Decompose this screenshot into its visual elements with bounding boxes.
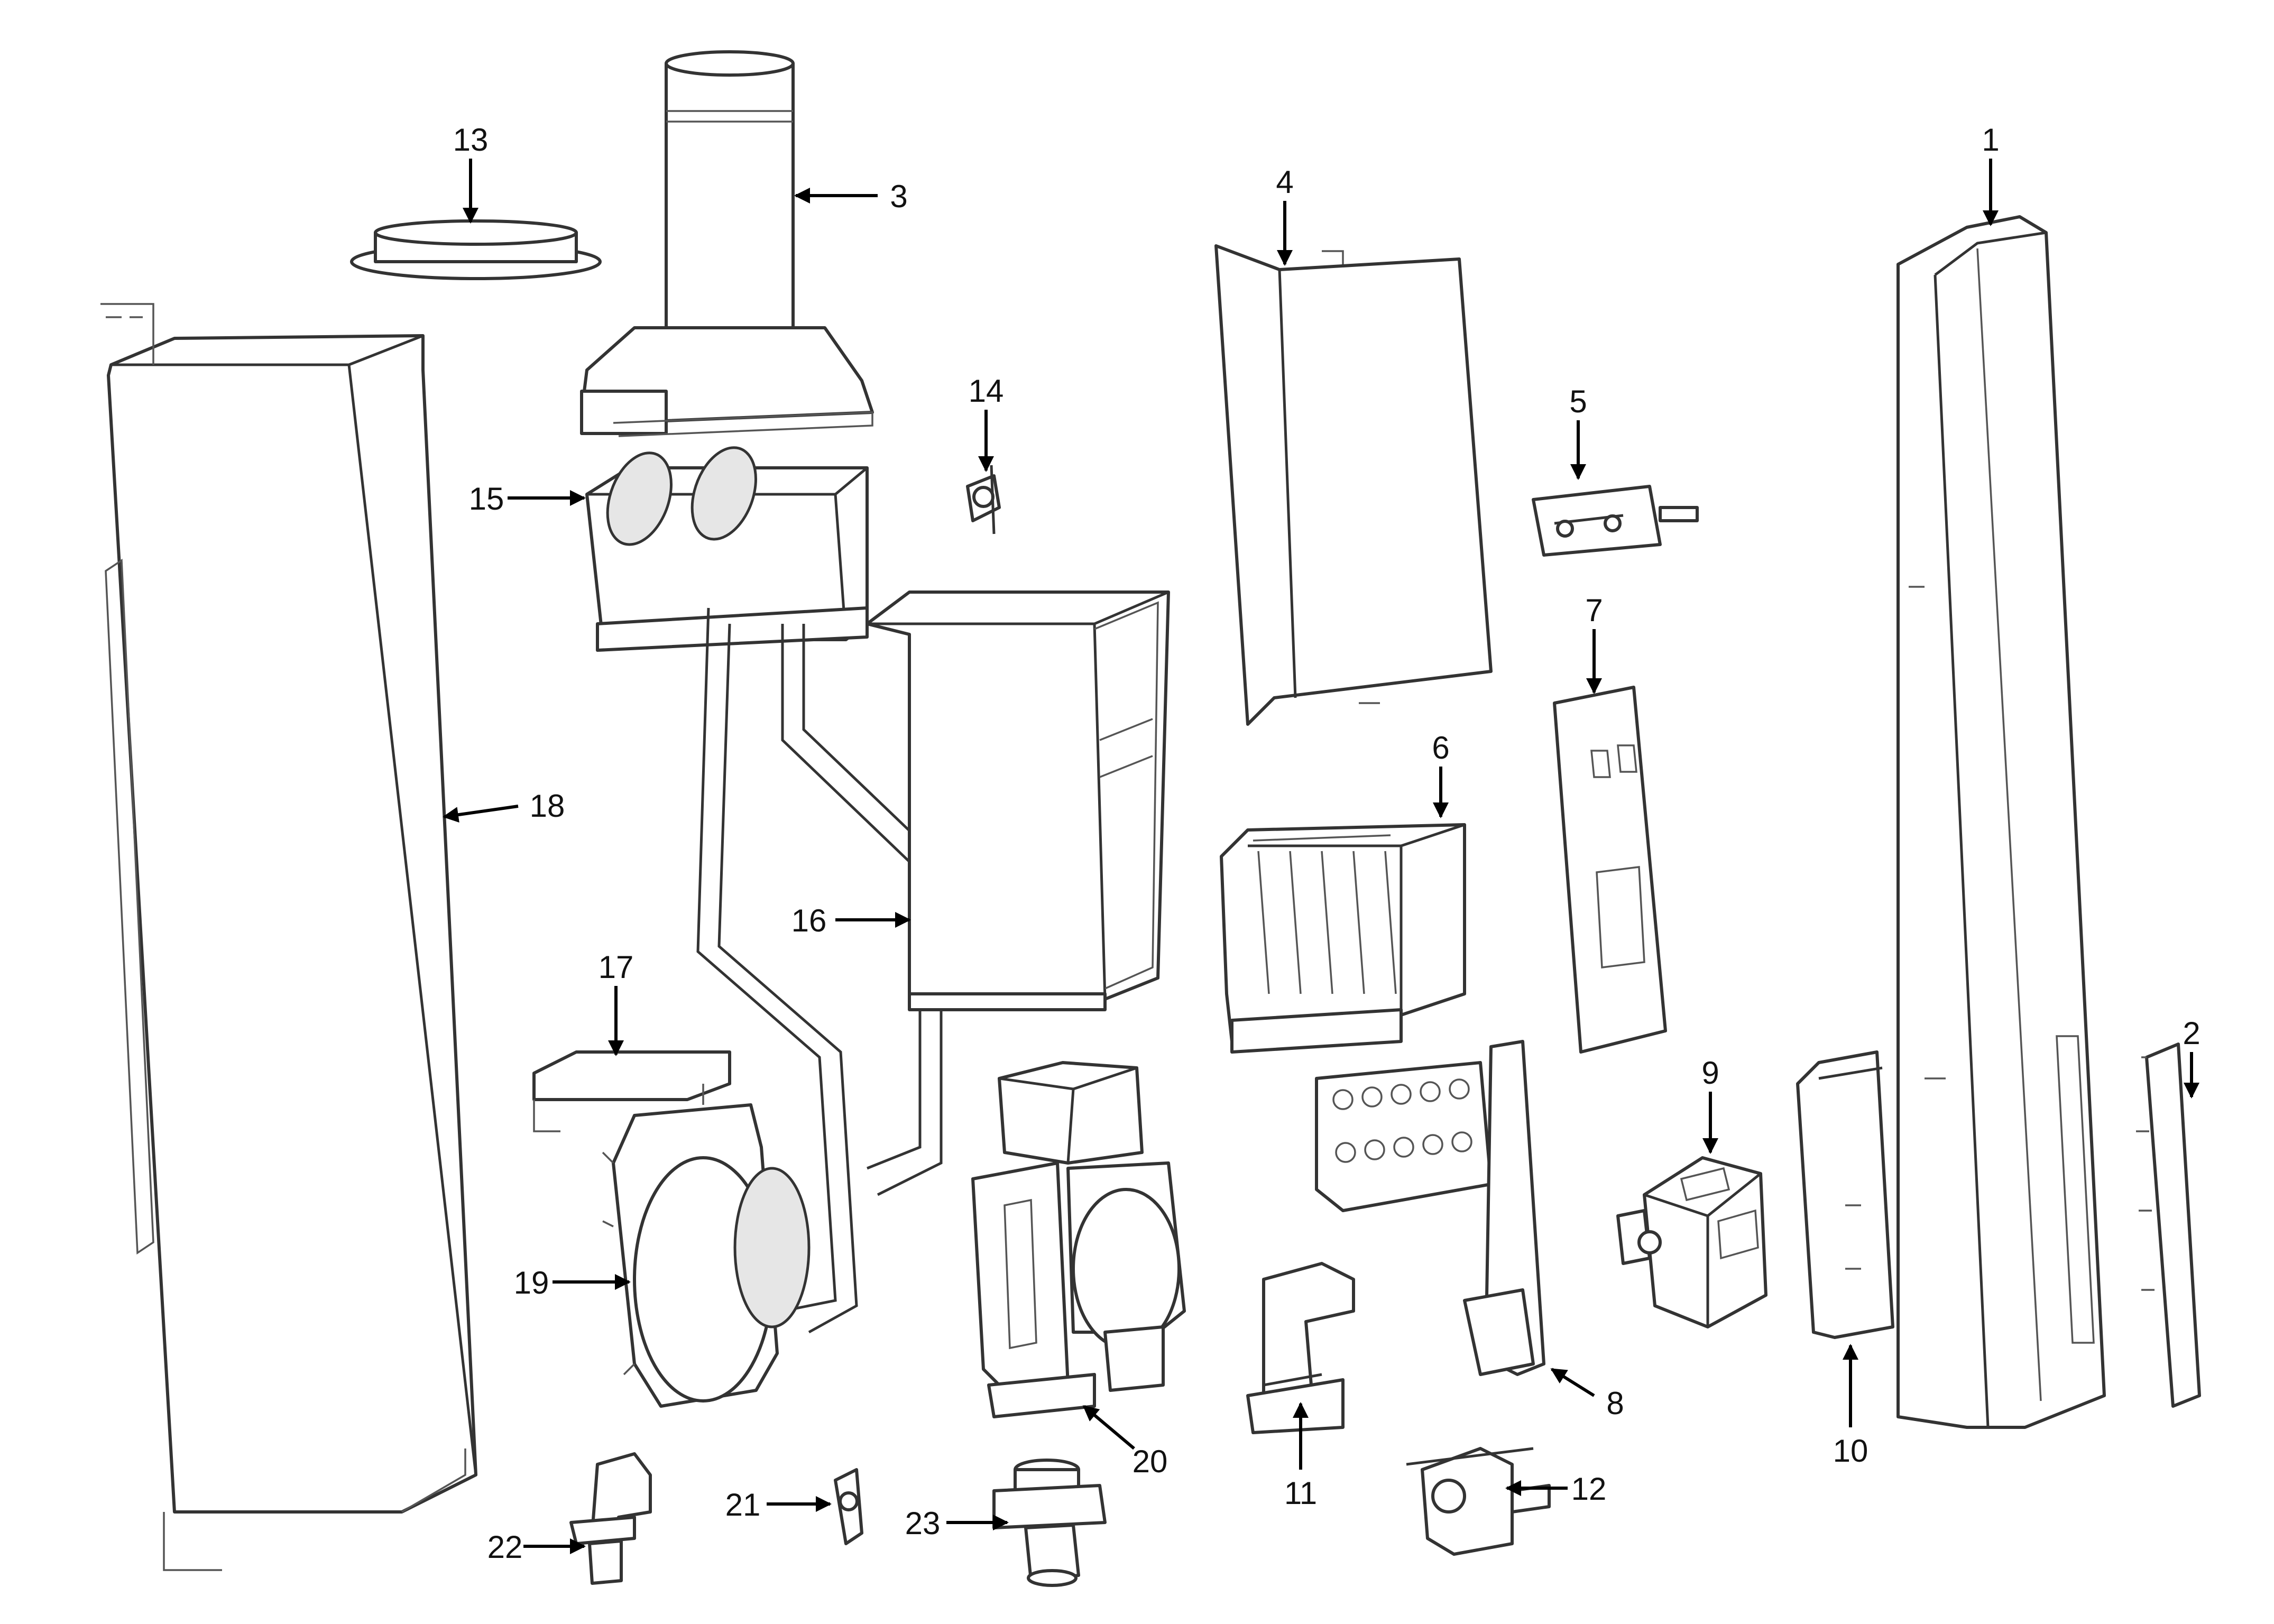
part-4-cover-panel [1214,244,1493,726]
part-22-inlet-elbow [569,1452,652,1585]
callout-23: 23 [905,1506,941,1541]
connecting-pipes [696,607,943,1334]
part-19-blower [602,1103,811,1408]
part-16-combustion-chamber [866,590,1170,1011]
callout-13: 13 [453,122,489,158]
callout-4: 4 [1276,164,1293,200]
callout-21: 21 [725,1487,761,1522]
callout-2: 2 [2183,1016,2200,1051]
callout-12: 12 [1571,1471,1607,1507]
part-14-sensor [966,465,1001,534]
part-23-outlet-fitting [992,1459,1107,1587]
callout-7: 7 [1585,593,1603,628]
part-15-heat-exchanger [585,446,869,652]
part-10-module [1796,1050,1894,1339]
callout-10: 10 [1833,1433,1868,1469]
callout-1: 1 [1982,122,1999,158]
callout-14: 14 [969,373,1004,409]
part-9-control-box [1616,1156,1767,1328]
callout-8: 8 [1606,1386,1624,1421]
part-7-control-plate [1553,686,1667,1054]
callout-labels: 1 2 3 4 5 6 7 8 9 10 11 12 13 14 15 16 1… [453,122,2201,1565]
callout-3: 3 [890,179,907,214]
callout-18: 18 [530,788,565,824]
part-6-burner [1220,823,1466,1054]
callout-9: 9 [1701,1055,1719,1091]
part-2-trim [2136,1042,2201,1408]
part-18-casing [100,303,477,1571]
part-8-gas-manifold [1315,1040,1545,1376]
part-20-pump [971,1061,1186,1418]
callout-22: 22 [487,1529,523,1565]
part-5-electrode [1532,485,1699,557]
callout-15: 15 [469,481,504,516]
part-3-flue-pipe [580,50,874,437]
callout-5: 5 [1569,384,1587,419]
part-12-valve [1406,1447,1551,1556]
part-17-bracket [532,1050,731,1132]
part-13-flue-ring [350,219,602,280]
callout-11: 11 [1284,1475,1317,1511]
callout-19: 19 [514,1265,549,1300]
part-1-front-panel [1896,215,2106,1429]
part-21-clip [834,1468,863,1545]
callout-17: 17 [599,949,634,985]
callout-leaders [443,159,2199,1554]
callout-6: 6 [1432,730,1449,765]
callout-16: 16 [791,903,827,938]
callout-20: 20 [1133,1444,1168,1479]
